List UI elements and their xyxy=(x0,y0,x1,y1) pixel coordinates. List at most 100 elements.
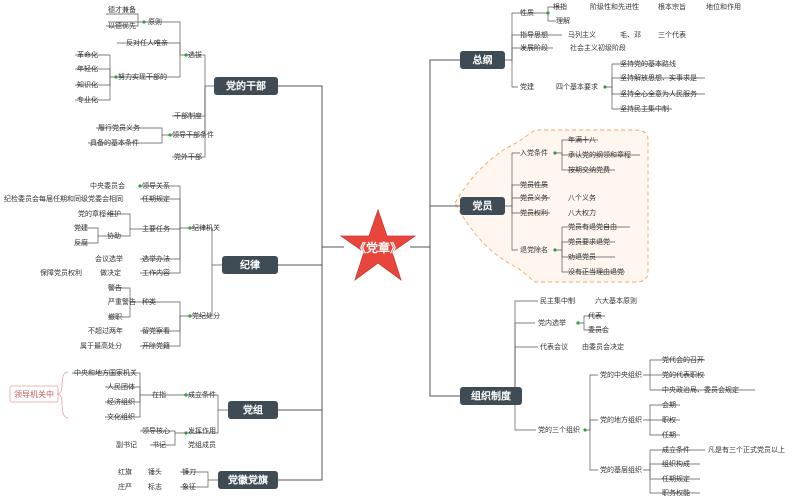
dangyuan-label: 年满十八 xyxy=(568,135,596,144)
marker-dot xyxy=(576,321,580,325)
zonggang-label: 根本宗旨 xyxy=(658,2,686,11)
zuzhi-label: 党的代表职权 xyxy=(662,370,704,379)
branch-dangzu-title: 党组 xyxy=(243,404,263,417)
ganbu-label: 选拔 xyxy=(188,50,202,59)
node-markers xyxy=(114,11,607,435)
marker-dot xyxy=(603,85,607,89)
zonggang-label: 坚持解放思想、实事求是 xyxy=(620,73,697,82)
marker-dot xyxy=(184,393,188,397)
dangzu-label: 成立条件 xyxy=(188,390,216,399)
dangzu-label: 人民团体 xyxy=(107,382,135,391)
ganbu-label: 知识化 xyxy=(77,80,98,89)
zonggang-label: 发展阶段 xyxy=(520,43,548,52)
branch-dangzu[interactable]: 党组 xyxy=(228,401,278,419)
dangyuan-label: 没有正当理由退党 xyxy=(568,267,624,276)
zonggang-label: 四个基本要求 xyxy=(556,82,598,91)
jilv-label: 会议选举 xyxy=(95,254,123,263)
main-trunks xyxy=(278,59,460,481)
zonggang-label: 坚持全心全意为人民服务 xyxy=(620,89,697,98)
branch-zonggang[interactable]: 总纲 xyxy=(460,51,505,69)
zuzhi-label: 中央政治局、委员会规定 xyxy=(662,385,739,394)
dangyuan-label: 退党除名 xyxy=(520,245,548,254)
dangzu-label: 党组成员 xyxy=(188,440,216,449)
jilv-label: 工作内容 xyxy=(142,268,170,277)
marker-dot xyxy=(142,20,146,24)
jilv-label: 纪律机关 xyxy=(192,223,220,232)
branch-jilv[interactable]: 纪律 xyxy=(222,256,278,274)
zonggang-label: 三个代表 xyxy=(658,30,686,39)
dangyuan-label: 党员性质 xyxy=(520,180,548,189)
zonggang-label: 理解 xyxy=(556,16,570,25)
dangyuan-label: 党员权利 xyxy=(520,208,548,217)
dangyuan-label: 八大权力 xyxy=(568,208,596,217)
ganbu-label: 年轻化 xyxy=(77,64,98,73)
marker-dot xyxy=(114,75,118,79)
ganbu-label: 德才兼备 xyxy=(108,5,136,14)
dangzu-label: 在指 xyxy=(152,390,166,399)
zuzhi-label: 凡是有三个正式党员以上 xyxy=(708,445,785,454)
jilv-label: 保障党员权利 xyxy=(40,268,82,277)
jilv-label: 不超过两年 xyxy=(88,326,123,335)
dangzu-label: 经济组织 xyxy=(107,397,135,406)
jilv-label: 反腐 xyxy=(74,238,88,247)
zuzhi-label: 成立条件 xyxy=(662,445,690,454)
branch-dangyuan-title: 党员 xyxy=(473,200,493,213)
ganbu-label: 反对任人唯亲 xyxy=(126,38,168,47)
jilv-label: 主要任务 xyxy=(142,224,170,233)
leaf-labels: 德才兼备 以德优先 原则 反对任人唯亲 革命化 年轻化 知识化 专业化 努力实现… xyxy=(4,2,785,497)
dianghui-label: 象征 xyxy=(182,482,196,491)
marker-dot xyxy=(168,133,172,137)
zuzhi-label: 组织构成 xyxy=(662,459,690,468)
dangzu-label: 发挥作用 xyxy=(188,426,216,435)
branch-zuzhi[interactable]: 组织制度 xyxy=(460,387,522,405)
center-node[interactable]: 《党章》 xyxy=(339,208,417,282)
dangzu-label: 中央和地方国家机关 xyxy=(74,368,137,377)
jilv-label: 种类 xyxy=(142,297,156,306)
branch-ganbu[interactable]: 党的干部 xyxy=(214,77,278,95)
marker-dot xyxy=(188,226,192,230)
dangzu-label: 书记 xyxy=(152,440,166,449)
dangzu-label: 领导核心 xyxy=(142,426,170,435)
zonggang-label: 性质 xyxy=(520,8,534,17)
ganbu-label: 党外干部 xyxy=(174,152,202,161)
zuzhi-label: 由委员会决定 xyxy=(582,342,624,351)
dangzu-aside-label: 领导机关中 xyxy=(14,389,54,399)
zuzhi-label: 任期规定 xyxy=(662,474,690,483)
ganbu-label: 以德优先 xyxy=(108,21,136,30)
left-connectors xyxy=(72,13,228,488)
dangyuan-highlight-region xyxy=(454,129,649,283)
branch-dianghui[interactable]: 党徽党旗 xyxy=(218,471,278,489)
center-star xyxy=(339,208,417,282)
ganbu-label: 努力实现干部的 xyxy=(118,72,167,81)
marker-dot xyxy=(546,11,550,15)
ganbu-label: 具备的基本条件 xyxy=(90,138,139,147)
ganbu-label: 原则 xyxy=(148,18,162,26)
zonggang-label: 指导思想 xyxy=(520,30,548,39)
zuzhi-label: 党的中央组织 xyxy=(600,370,642,379)
jilv-label: 属于最高处分 xyxy=(80,341,122,350)
dianghui-label: 镰刀 xyxy=(182,467,196,476)
zonggang-label: 坚持党的基本路线 xyxy=(620,59,676,68)
dangzu-aside-frame xyxy=(9,385,59,403)
branch-zonggang-title: 总纲 xyxy=(473,54,493,67)
zuzhi-label: 党的基层组织 xyxy=(600,465,642,474)
branch-dangyuan[interactable]: 党员 xyxy=(460,197,505,215)
zonggang-label: 坚持民主集中制 xyxy=(620,104,669,113)
ganbu-label: 履行党员义务 xyxy=(98,123,140,132)
dangzu-label: 副书记 xyxy=(116,440,137,449)
zuzhi-label: 民主集中制 xyxy=(540,296,575,305)
ganbu-label: 领导干部条件 xyxy=(172,130,214,139)
jilv-label: 领导关系 xyxy=(142,181,170,190)
zuzhi-label: 委员会 xyxy=(588,325,609,334)
jilv-label: 撤职 xyxy=(108,312,122,321)
right-connectors xyxy=(505,6,755,494)
ganbu-label: 革命化 xyxy=(77,50,98,59)
jilv-label: 维护 xyxy=(107,209,121,218)
zuzhi-label: 六大基本原则 xyxy=(595,296,637,305)
zuzhi-label: 党内选举 xyxy=(538,318,566,327)
zuzhi-label: 任期 xyxy=(662,430,676,439)
dangzu-label: 文化组织 xyxy=(107,412,135,421)
jilv-label: 任期规定 xyxy=(142,194,170,203)
dianghui-label: 标志 xyxy=(148,482,162,491)
